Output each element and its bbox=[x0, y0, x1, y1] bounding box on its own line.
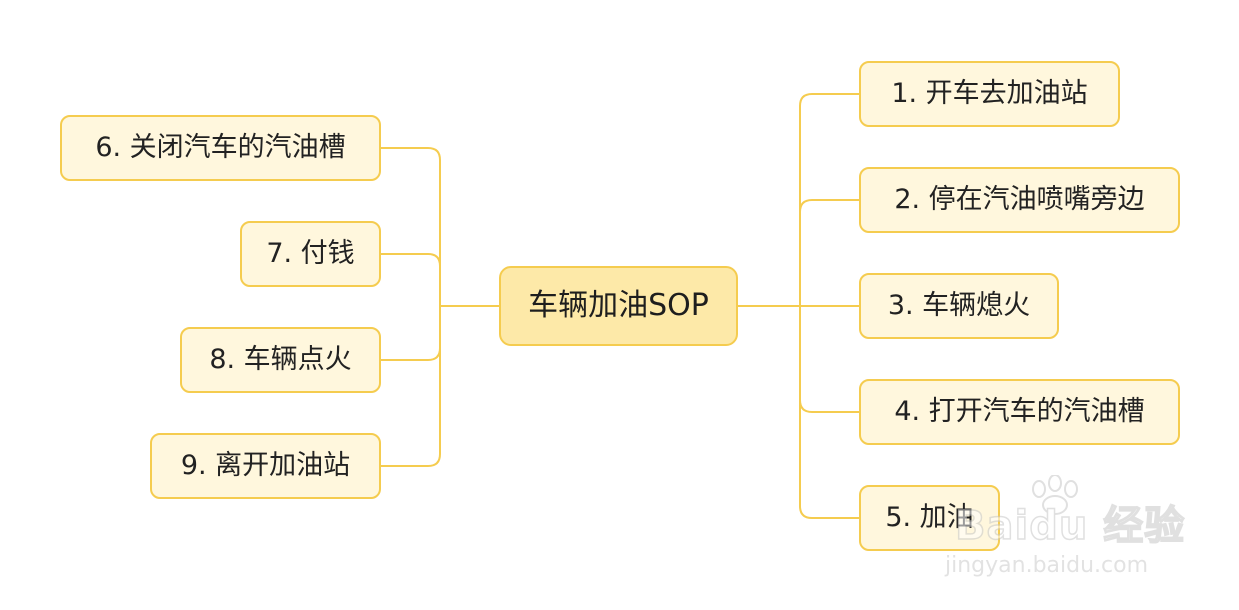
connector-left-9 bbox=[381, 453, 441, 467]
node-step-4[interactable]: 4. 打开汽车的汽油槽 bbox=[859, 379, 1180, 445]
central-topic[interactable]: 车辆加油SOP bbox=[499, 266, 738, 346]
node-step-1[interactable]: 1. 开车去加油站 bbox=[859, 61, 1120, 127]
node-step-9[interactable]: 9. 离开加油站 bbox=[150, 433, 381, 499]
connector-right-4 bbox=[799, 399, 859, 413]
node-step-8[interactable]: 8. 车辆点火 bbox=[180, 327, 381, 393]
node-step-7[interactable]: 7. 付钱 bbox=[240, 221, 381, 287]
node-step-5[interactable]: 5. 加油 bbox=[859, 485, 1000, 551]
node-step-2[interactable]: 2. 停在汽油喷嘴旁边 bbox=[859, 167, 1180, 233]
connector-right-5 bbox=[799, 505, 859, 519]
connector-left-6 bbox=[381, 147, 441, 161]
connector-left-7 bbox=[381, 253, 441, 267]
connector-right-1 bbox=[799, 93, 859, 107]
connector-left-8 bbox=[381, 347, 441, 361]
connector-right-2 bbox=[799, 199, 859, 213]
node-step-6[interactable]: 6. 关闭汽车的汽油槽 bbox=[60, 115, 381, 181]
node-step-3[interactable]: 3. 车辆熄火 bbox=[859, 273, 1059, 339]
